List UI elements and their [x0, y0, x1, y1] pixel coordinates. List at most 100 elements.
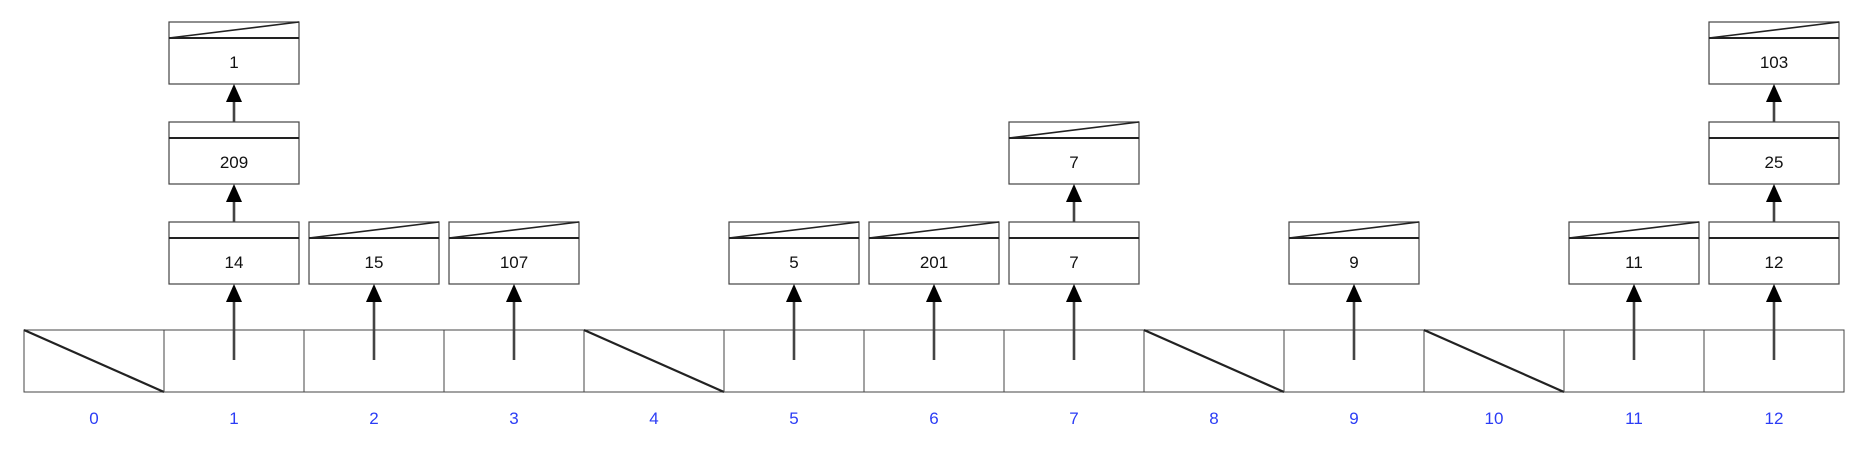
arrow-head — [1766, 284, 1782, 302]
null-pointer-slash — [23, 328, 165, 394]
bucket-cell-10 — [1423, 328, 1565, 394]
node-to-node-arrow — [226, 184, 242, 222]
arrow-head — [366, 284, 382, 302]
null-next-slash — [1008, 121, 1140, 139]
chain-node: 7 — [1008, 121, 1140, 185]
chain-node-box — [308, 221, 440, 285]
bucket-index-label: 7 — [1069, 409, 1078, 428]
node-value: 201 — [920, 253, 948, 272]
null-next-slash — [1708, 21, 1840, 39]
null-next-slash — [728, 221, 860, 239]
null-next-slash — [308, 221, 440, 239]
chain-node-box — [868, 221, 1000, 285]
arrow-head — [1766, 184, 1782, 202]
node-value: 12 — [1765, 253, 1784, 272]
bucket-to-node-arrow — [226, 284, 242, 360]
bucket-array — [23, 328, 1845, 394]
chain-node: 11 — [1568, 221, 1700, 285]
node-value: 107 — [500, 253, 528, 272]
chain-node-box — [1708, 221, 1840, 285]
null-pointer-slash — [583, 328, 725, 394]
node-to-node-arrow — [1066, 184, 1082, 222]
chain-node: 107 — [448, 221, 580, 285]
node-to-node-arrow — [1766, 84, 1782, 122]
node-to-node-arrow — [226, 84, 242, 122]
chain-node: 201 — [868, 221, 1000, 285]
null-pointer-slash — [1423, 328, 1565, 394]
chain-node: 5 — [728, 221, 860, 285]
arrow-head — [1066, 284, 1082, 302]
bucket-to-node-arrow — [786, 284, 802, 360]
arrow-head — [1066, 184, 1082, 202]
bucket-to-node-arrow — [506, 284, 522, 360]
chain-node: 7 — [1008, 221, 1140, 285]
chain-node: 25 — [1708, 121, 1840, 185]
node-to-node-arrow — [1766, 184, 1782, 222]
null-next-slash — [448, 221, 580, 239]
bucket-cell-0 — [23, 328, 165, 394]
chain-node: 14 — [168, 221, 300, 285]
null-next-slash — [1288, 221, 1420, 239]
null-next-slash — [1568, 221, 1700, 239]
null-next-slash — [168, 21, 300, 39]
node-value: 9 — [1349, 253, 1358, 272]
chain-node-box — [168, 121, 300, 185]
chain-node: 15 — [308, 221, 440, 285]
node-value: 11 — [1625, 253, 1643, 272]
chain-node: 103 — [1708, 21, 1840, 85]
node-value: 5 — [789, 253, 798, 272]
bucket-to-node-arrow — [926, 284, 942, 360]
chain-node: 12 — [1708, 221, 1840, 285]
bucket-index-label: 4 — [649, 409, 658, 428]
node-value: 1 — [229, 53, 238, 72]
chain-node-box — [1708, 21, 1840, 85]
bucket-index-label: 10 — [1485, 409, 1504, 428]
node-value: 103 — [1760, 53, 1788, 72]
node-value: 209 — [220, 153, 248, 172]
node-value: 14 — [225, 253, 244, 272]
arrow-head — [1346, 284, 1362, 302]
node-value: 25 — [1765, 153, 1784, 172]
arrow-head — [506, 284, 522, 302]
bucket-index-label: 1 — [229, 409, 238, 428]
arrow-head — [226, 84, 242, 102]
bucket-index-label: 5 — [789, 409, 798, 428]
bucket-index-label: 11 — [1625, 409, 1643, 428]
chain-node-box — [1568, 221, 1700, 285]
chain-node: 9 — [1288, 221, 1420, 285]
chain-node-box — [448, 221, 580, 285]
bucket-index-label: 12 — [1765, 409, 1784, 428]
arrow-head — [226, 184, 242, 202]
chain-node: 209 — [168, 121, 300, 185]
bucket-index-label: 9 — [1349, 409, 1358, 428]
bucket-to-node-arrow — [1626, 284, 1642, 360]
bucket-index-label: 2 — [369, 409, 378, 428]
node-value: 7 — [1069, 153, 1078, 172]
node-value: 15 — [365, 253, 384, 272]
chain-node: 1 — [168, 21, 300, 85]
chain-node-box — [1008, 121, 1140, 185]
bucket-to-node-arrow — [1766, 284, 1782, 360]
chain-node-box — [1288, 221, 1420, 285]
chain-node-box — [1008, 221, 1140, 285]
bucket-cell-8 — [1143, 328, 1285, 394]
arrow-head — [926, 284, 942, 302]
chain-node-box — [728, 221, 860, 285]
arrow-head — [1766, 84, 1782, 102]
chain-node-box — [168, 21, 300, 85]
bucket-to-node-arrow — [1346, 284, 1362, 360]
arrow-head — [226, 284, 242, 302]
arrow-head — [786, 284, 802, 302]
bucket-to-node-arrow — [1066, 284, 1082, 360]
bucket-index-label: 8 — [1209, 409, 1218, 428]
null-next-slash — [868, 221, 1000, 239]
arrow-head — [1626, 284, 1642, 302]
bucket-chains: 14 209 1 15 107 5 201 7 7 9 11 12 25 103 — [168, 21, 1840, 360]
bucket-index-label: 6 — [929, 409, 938, 428]
node-value: 7 — [1069, 253, 1078, 272]
chain-node-box — [1708, 121, 1840, 185]
bucket-index-label: 0 — [89, 409, 98, 428]
bucket-cell-4 — [583, 328, 725, 394]
